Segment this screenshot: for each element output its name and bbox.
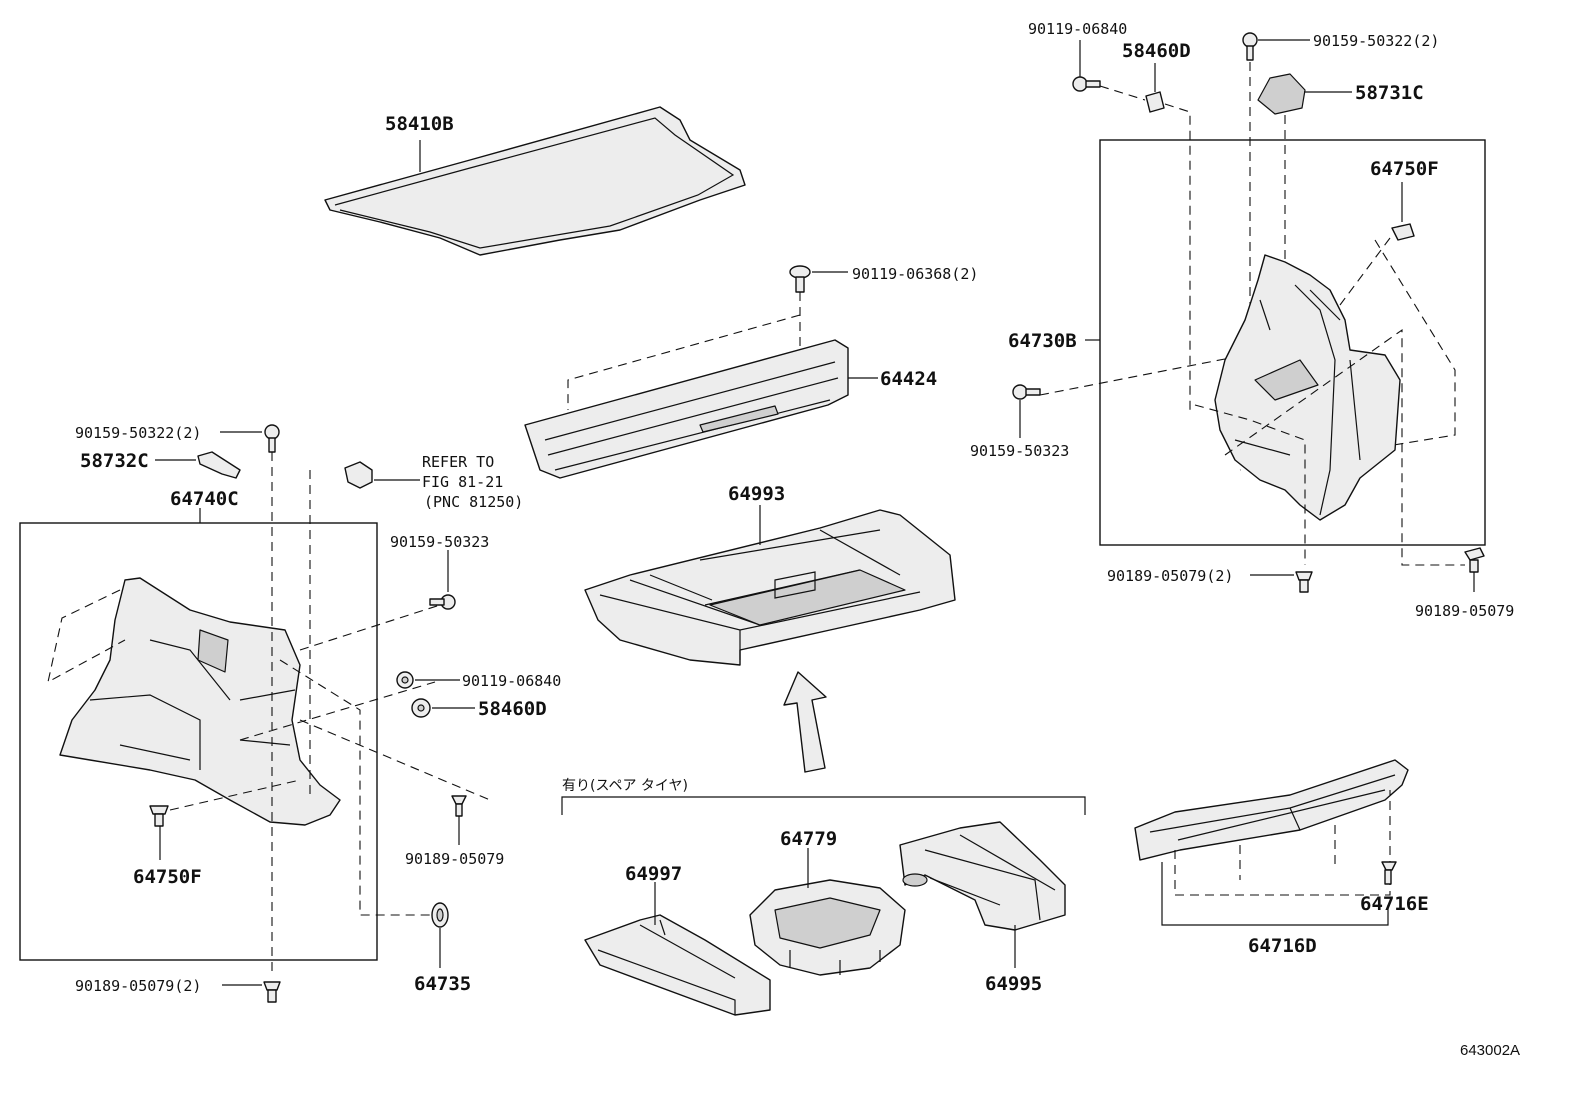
callout-58460D-left[interactable]: 58460D — [478, 698, 547, 720]
clip-90189-05079-2-right-icon[interactable] — [1295, 571, 1313, 593]
cover-58732C-part[interactable] — [197, 451, 241, 479]
tire-spacer-64779-part[interactable] — [749, 879, 906, 976]
callout-64750F-right[interactable]: 64750F — [1370, 158, 1439, 180]
callout-90189-05079-2-right[interactable]: 90189-05079(2) — [1107, 567, 1233, 585]
quarter-trim-64730B-part[interactable] — [1214, 254, 1401, 521]
dash-64750F-right — [1239, 237, 1456, 471]
deck-board-part[interactable] — [524, 339, 849, 479]
clip-90189-05079-2-left-icon[interactable] — [263, 981, 281, 1003]
clip-64716E-icon[interactable] — [1381, 861, 1397, 885]
callout-58460D-right[interactable]: 58460D — [1122, 40, 1191, 62]
frame-64740C — [19, 522, 378, 961]
dash-64424-screw — [567, 292, 801, 410]
callout-64750F-left[interactable]: 64750F — [133, 866, 202, 888]
dash-64740C — [47, 452, 491, 975]
dash-90159-50323-left — [299, 604, 441, 651]
tray-64997-part[interactable] — [584, 914, 771, 1016]
callout-90119-06840-right[interactable]: 90119-06840 — [1028, 20, 1127, 38]
screw-90159-50322-left-icon[interactable] — [264, 424, 280, 453]
spare-tire-bracket — [561, 796, 1086, 815]
direction-arrow-icon — [783, 671, 827, 773]
nut-58460D-left-icon[interactable] — [411, 698, 431, 718]
sill-plate-64716D-part[interactable] — [1134, 759, 1409, 861]
cover-58731C-part[interactable] — [1257, 73, 1306, 115]
callout-64997[interactable]: 64997 — [625, 863, 682, 885]
screw-90119-06368-icon[interactable] — [789, 265, 811, 293]
quarter-trim-64740C-part[interactable] — [59, 577, 341, 826]
diagram-id: 643002A — [1460, 1042, 1520, 1059]
callout-64730B[interactable]: 64730B — [1008, 330, 1077, 352]
nut-58460D-right-icon[interactable] — [1145, 91, 1165, 113]
callout-90119-06840-left[interactable]: 90119-06840 — [462, 672, 561, 690]
callout-90159-50322-right[interactable]: 90159-50322(2) — [1313, 32, 1439, 50]
dash-58460D-right — [1099, 85, 1191, 410]
refer-line-2[interactable]: FIG 81-21 — [422, 473, 503, 491]
callout-64995[interactable]: 64995 — [985, 973, 1042, 995]
callout-90189-05079-right[interactable]: 90189-05079 — [1415, 602, 1514, 620]
callout-64716E[interactable]: 64716E — [1360, 893, 1429, 915]
callout-90119-06368[interactable]: 90119-06368(2) — [852, 265, 978, 283]
clip-refer-icon[interactable] — [344, 461, 373, 489]
screw-90119-06840-right-icon[interactable] — [1072, 76, 1101, 92]
screw-90119-06840-left-icon[interactable] — [396, 671, 414, 689]
dash-64730B — [1039, 328, 1465, 566]
callout-90159-50323-left[interactable]: 90159-50323 — [390, 533, 489, 551]
frame-64730B — [1099, 139, 1486, 546]
callout-58731C[interactable]: 58731C — [1355, 82, 1424, 104]
clip-64750F-left-icon[interactable] — [149, 805, 169, 827]
clip-64750F-right-icon[interactable] — [1391, 223, 1415, 241]
callout-64424[interactable]: 64424 — [880, 368, 937, 390]
callout-58732C[interactable]: 58732C — [80, 450, 149, 472]
tray-64993-part[interactable] — [584, 509, 956, 666]
refer-line-1[interactable]: REFER TO — [422, 453, 494, 471]
callout-64735[interactable]: 64735 — [414, 973, 471, 995]
bracket-64716D — [1161, 862, 1389, 926]
spare-tire-note: 有り(スペア タイヤ) — [562, 778, 688, 794]
bolt-90159-50323-left-icon[interactable] — [429, 594, 456, 610]
clip-90189-05079-right-icon[interactable] — [1464, 547, 1485, 573]
dash-64716D-inner — [1239, 825, 1336, 880]
refer-line-3[interactable]: (PNC 81250) — [424, 493, 523, 511]
clip-90189-05079-mid-icon[interactable] — [451, 795, 467, 817]
tonneau-cover-part[interactable] — [324, 106, 746, 256]
callout-64779[interactable]: 64779 — [780, 828, 837, 850]
callout-64740C[interactable]: 64740C — [170, 488, 239, 510]
dash-64750F-left — [169, 779, 301, 811]
dash-64716D — [1174, 790, 1391, 896]
callout-58410B[interactable]: 58410B — [385, 113, 454, 135]
callout-90189-05079-2-left[interactable]: 90189-05079(2) — [75, 977, 201, 995]
callout-64993[interactable]: 64993 — [728, 483, 785, 505]
tray-64995-part[interactable] — [899, 821, 1066, 931]
grommet-64735-icon[interactable] — [431, 902, 449, 928]
bolt-90159-50322-right-icon[interactable] — [1242, 32, 1258, 61]
callout-90189-05079-mid[interactable]: 90189-05079 — [405, 850, 504, 868]
callout-90159-50322-left[interactable]: 90159-50322(2) — [75, 424, 201, 442]
callout-90159-50323-right[interactable]: 90159-50323 — [970, 442, 1069, 460]
bolt-90159-50323-right-icon[interactable] — [1012, 384, 1041, 400]
callout-64716D[interactable]: 64716D — [1248, 935, 1317, 957]
